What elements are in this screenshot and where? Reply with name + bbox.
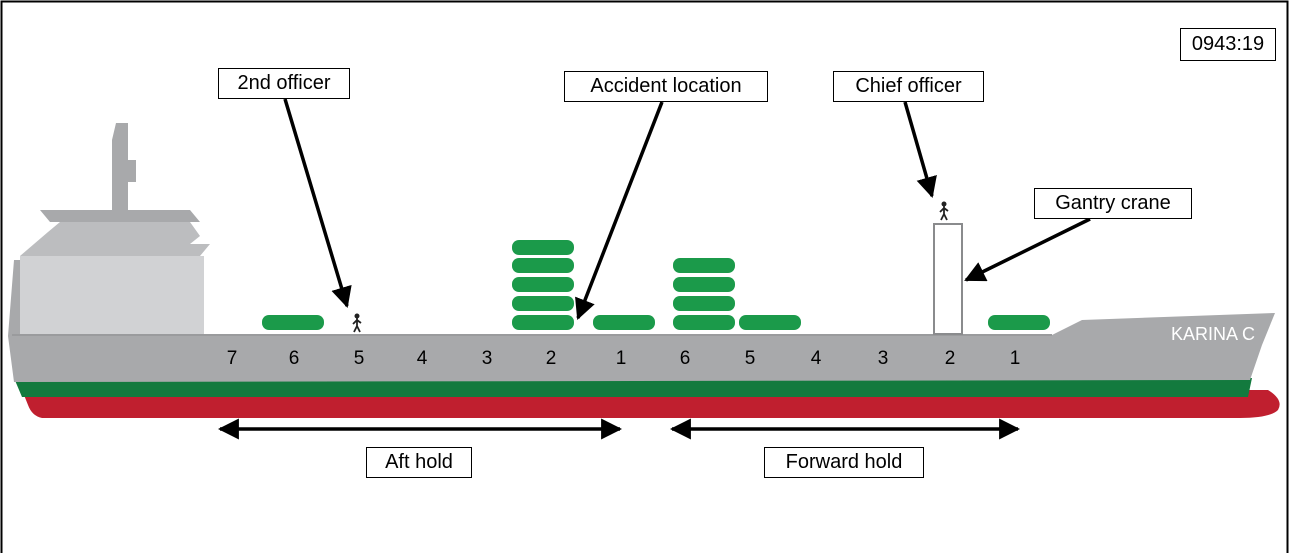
aft-hold-label: Aft hold: [366, 447, 472, 478]
hatch-cover: [673, 277, 735, 292]
forward-hatch-number: 2: [945, 348, 956, 369]
deck-line: [12, 334, 1052, 336]
hatch-cover: [512, 240, 574, 255]
forward-hatch-number: 1: [1010, 348, 1021, 369]
green-stripe: [14, 378, 1252, 397]
gantry-crane-arrow: [964, 217, 1091, 282]
second-officer-figure: [352, 313, 362, 333]
forward-hatch-number: 4: [811, 348, 822, 369]
ship-name: KARINA C: [1171, 324, 1255, 344]
accident-location-label: Accident location: [564, 71, 768, 102]
bridge-deck: [40, 210, 200, 222]
aft-hatch-number: 1: [616, 348, 627, 369]
forward-hold-label: Forward hold: [764, 447, 924, 478]
aft-hatch-number: 7: [227, 348, 238, 369]
chief-officer-figure: [939, 201, 949, 221]
aft-hatch-number: 5: [354, 348, 365, 369]
gantry-crane: [933, 223, 963, 335]
forward-hatch-number: 6: [680, 348, 691, 369]
bridge-lower-deck: [20, 222, 210, 256]
hatch-cover: [739, 315, 801, 330]
main-hull: [8, 260, 1275, 382]
hatch-cover: [262, 315, 324, 330]
forward-hatch-number: 3: [878, 348, 889, 369]
hatch-cover: [673, 296, 735, 311]
hatch-cover: [673, 315, 735, 330]
chief-officer-label: Chief officer: [833, 71, 984, 102]
hatch-cover: [512, 277, 574, 292]
hatch-cover: [512, 296, 574, 311]
aft-hatch-number: 4: [417, 348, 428, 369]
aft-hatch-number: 3: [482, 348, 493, 369]
hatch-cover: [512, 258, 574, 273]
second-officer-label: 2nd officer: [218, 68, 350, 99]
aft-hatch-number: 6: [289, 348, 300, 369]
second-officer-arrow: [283, 98, 352, 309]
hatch-cover: [593, 315, 655, 330]
forward-hatch-number: 5: [745, 348, 756, 369]
gantry-crane-label: Gantry crane: [1034, 188, 1192, 219]
ship-mast: [112, 123, 136, 210]
timestamp-box: 0943:19: [1180, 28, 1276, 61]
accommodation-block: [20, 256, 204, 336]
hatch-cover: [512, 315, 574, 330]
hatch-cover: [988, 315, 1050, 330]
chief-officer-arrow: [903, 101, 937, 199]
accident-location-arrow: [575, 101, 664, 320]
hatch-cover: [673, 258, 735, 273]
aft-hatch-number: 2: [546, 348, 557, 369]
